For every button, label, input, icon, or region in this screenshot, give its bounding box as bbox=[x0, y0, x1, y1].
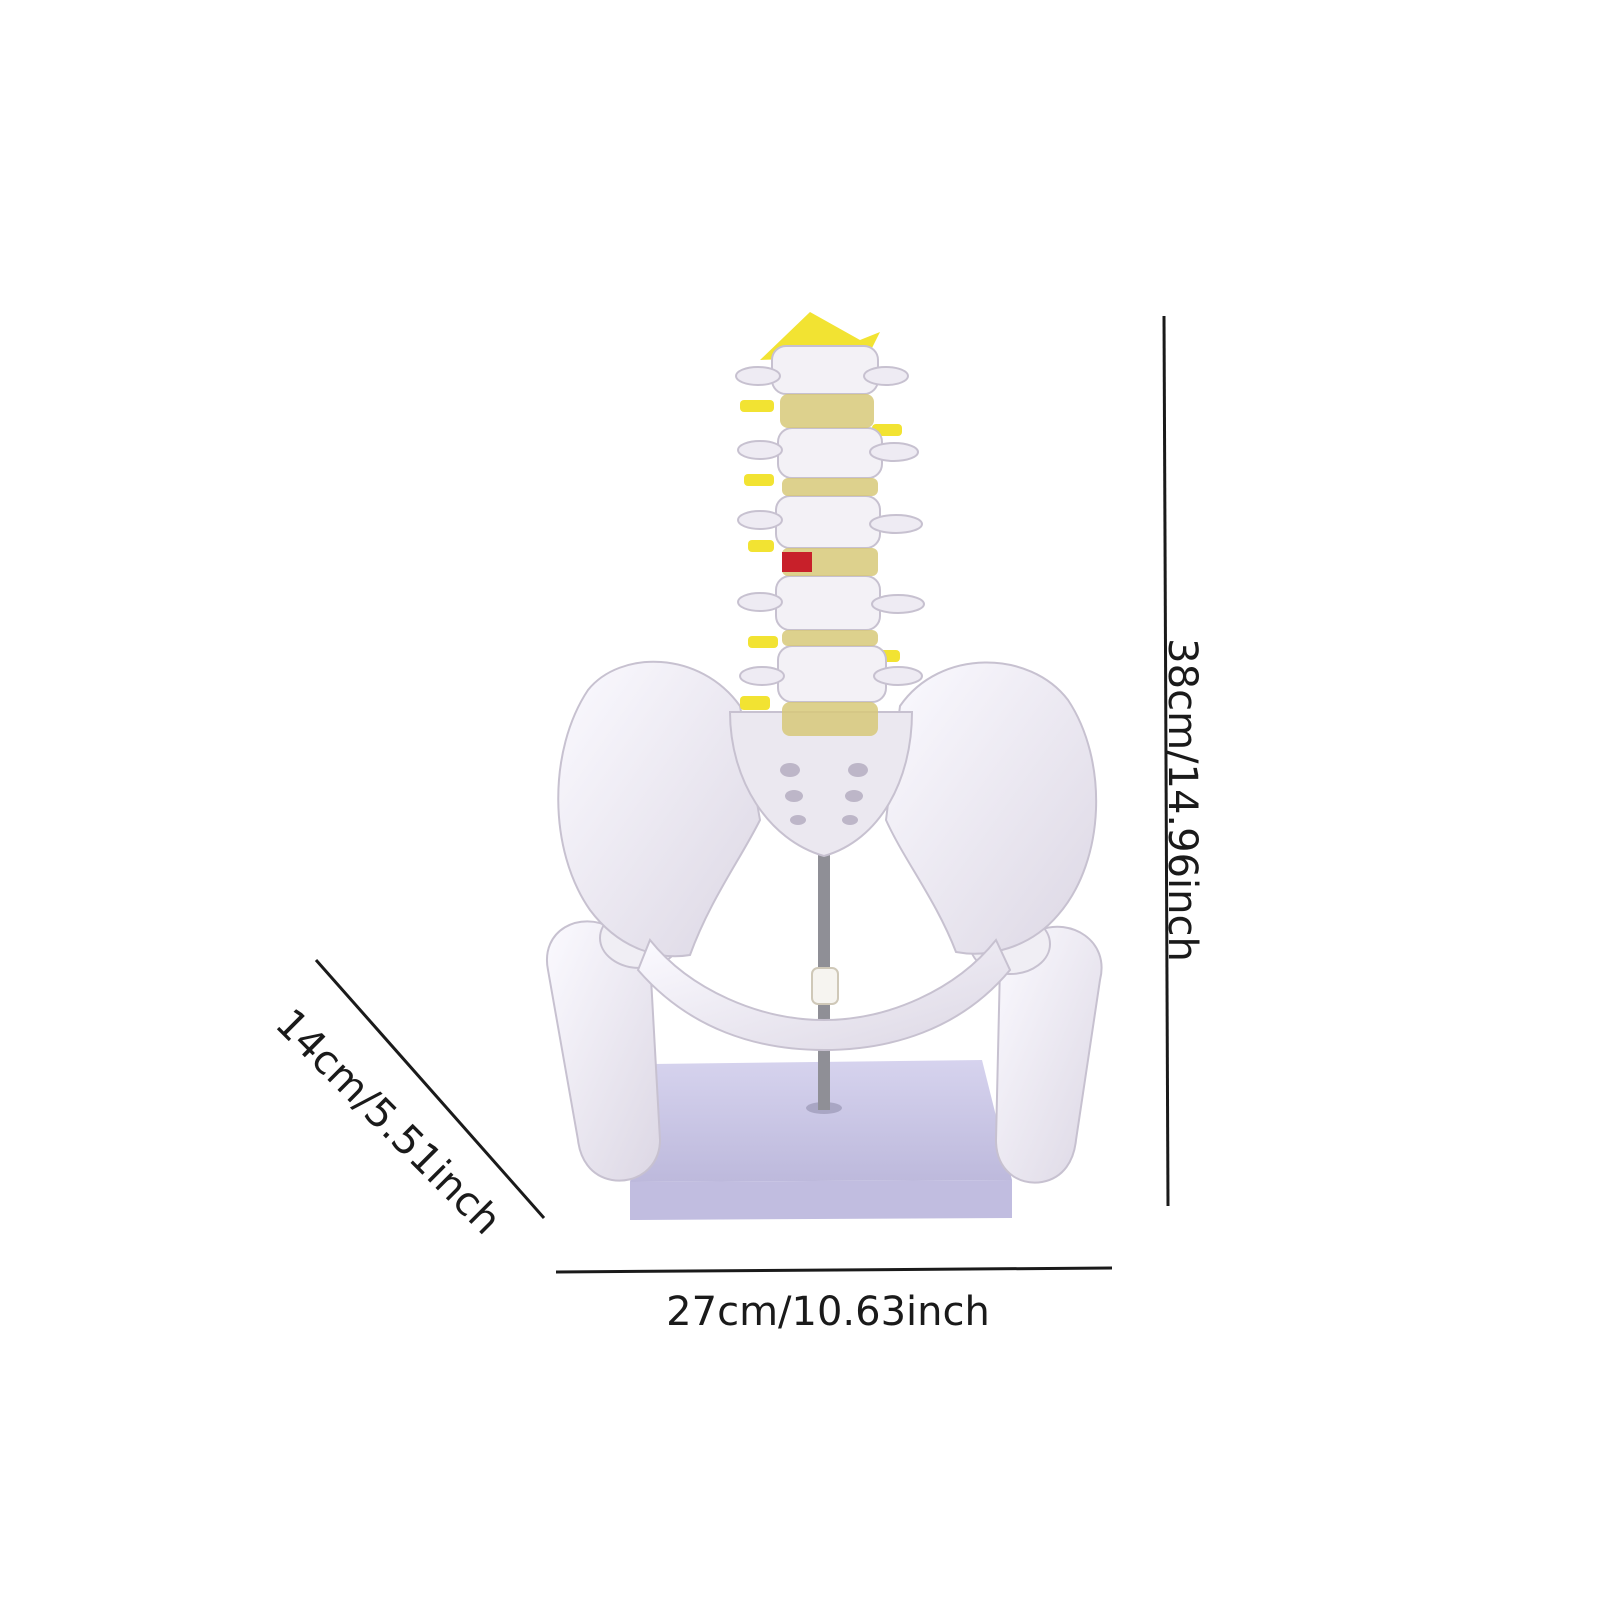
pelvis bbox=[557, 660, 1098, 1052]
lumbar-spine bbox=[735, 312, 925, 736]
width-dimension-line bbox=[555, 1266, 1113, 1274]
width-dimension-label: 27cm/10.63inch bbox=[666, 1289, 990, 1335]
height-dimension-line bbox=[1162, 315, 1170, 1207]
height-dimension-label: 38cm/14.96inch bbox=[1159, 638, 1205, 962]
herniated-disc bbox=[782, 552, 812, 572]
stand-base bbox=[630, 1060, 1012, 1220]
depth-dimension-line bbox=[314, 959, 546, 1219]
